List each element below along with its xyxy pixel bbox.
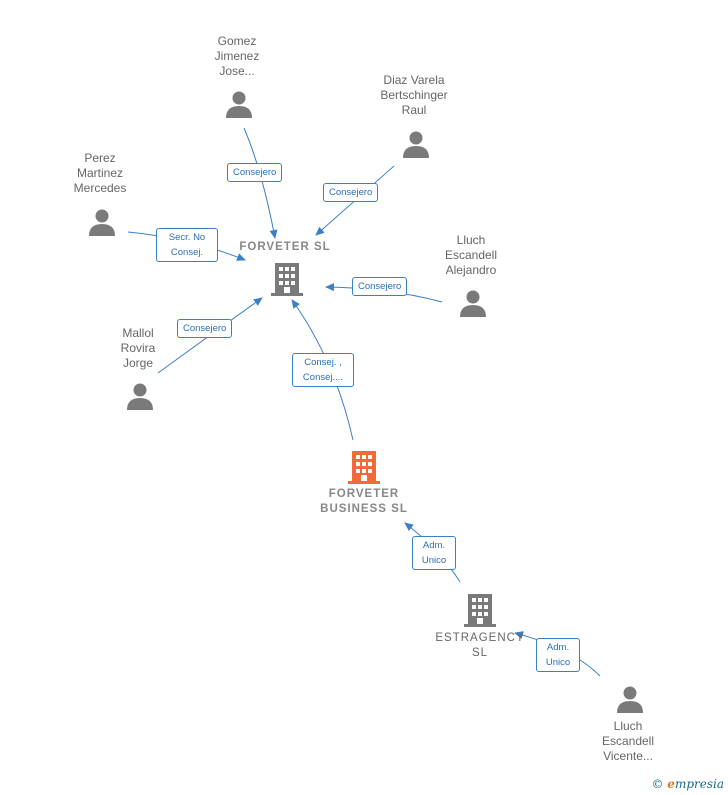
edge-label-line: Consejero — [233, 167, 277, 178]
node-label-line: Bertschinger — [380, 88, 448, 102]
edge-label-line: Consej. — [170, 247, 204, 258]
edge-label-gomez[interactable]: Consejero — [227, 163, 283, 182]
node-label-estragency[interactable]: ESTRAGENCY SL — [422, 631, 538, 661]
edge-gomez-forveter — [243, 127, 278, 239]
node-label-perez[interactable]: Perez Martinez Mercedes — [60, 151, 140, 196]
edge-label-line: Consej.... — [302, 372, 344, 383]
node-label-line: FORVETER — [328, 488, 400, 500]
edge-label-lluch-vicente[interactable]: Adm. Unico — [536, 638, 580, 672]
node-label-gomez[interactable]: Gomez Jimenez Jose... — [199, 34, 275, 79]
person-icon[interactable] — [401, 129, 431, 159]
brand-initial: e — [667, 777, 675, 791]
building-icon[interactable] — [348, 450, 380, 484]
edge-label-perez[interactable]: Secr. No Consej. — [156, 228, 218, 262]
person-icon[interactable] — [615, 684, 645, 714]
node-label-line: Lluch — [613, 719, 643, 733]
edge-label-line: Unico — [421, 555, 447, 566]
edge-label-estragency[interactable]: Adm. Unico — [412, 536, 456, 570]
node-label-lluch-vicente[interactable]: Lluch Escandell Vicente... — [588, 719, 668, 764]
node-label-line: Jimenez — [214, 49, 260, 63]
node-label-line: Jorge — [122, 356, 154, 370]
copyright-icon: © — [651, 777, 664, 791]
edge-label-lluch-alejandro[interactable]: Consejero — [352, 277, 408, 296]
building-icon[interactable] — [464, 593, 496, 627]
edge-label-line: Unico — [545, 657, 571, 668]
brand-name: mpresia — [674, 777, 724, 791]
person-icon[interactable] — [125, 381, 155, 411]
node-label-mallol[interactable]: Mallol Rovira Jorge — [103, 326, 173, 371]
edge-label-line: Adm. — [422, 540, 446, 551]
node-label-line: Jose... — [219, 64, 255, 78]
node-label-forveter[interactable]: FORVETER SL — [227, 240, 343, 255]
node-label-line: Raul — [401, 103, 427, 117]
edge-label-line: Consej. , — [304, 357, 342, 368]
edge-label-line: Consejero — [329, 187, 373, 198]
node-label-line: Vicente... — [603, 749, 653, 763]
node-label-line: Mercedes — [73, 181, 127, 195]
edge-label-line: Secr. No — [168, 232, 206, 243]
node-label-line: Gomez — [217, 34, 257, 48]
node-label-line: Lluch — [456, 233, 486, 247]
node-label-lluch-alejandro[interactable]: Lluch Escandell Alejandro — [431, 233, 511, 278]
person-icon[interactable] — [224, 89, 254, 119]
node-label-line: BUSINESS SL — [320, 503, 408, 515]
node-label-line: ESTRAGENCY — [435, 632, 525, 644]
edge-label-diaz[interactable]: Consejero — [323, 183, 379, 202]
node-label-line: Alejandro — [445, 263, 497, 277]
edge-label-line: Adm. — [546, 642, 570, 653]
node-label-line: Perez — [84, 151, 116, 165]
node-label-diaz[interactable]: Diaz Varela Bertschinger Raul — [364, 73, 464, 118]
node-label-line: FORVETER SL — [239, 241, 331, 253]
node-label-line: Rovira — [120, 341, 156, 355]
building-icon[interactable] — [271, 262, 303, 296]
node-label-forveter-business[interactable]: FORVETER BUSINESS SL — [299, 487, 429, 517]
node-label-line: Escandell — [444, 248, 498, 262]
edge-label-business[interactable]: Consej. , Consej.... — [292, 353, 354, 387]
person-icon[interactable] — [87, 207, 117, 237]
node-label-line: SL — [471, 647, 489, 659]
empresia-watermark: © empresia — [651, 777, 724, 791]
edge-label-line: Consejero — [183, 323, 227, 334]
person-icon[interactable] — [458, 288, 488, 318]
node-label-line: Martinez — [76, 166, 123, 180]
edge-label-mallol[interactable]: Consejero — [177, 319, 233, 338]
node-label-line: Escandell — [601, 734, 655, 748]
edge-label-line: Consejero — [358, 281, 402, 292]
node-label-line: Diaz Varela — [383, 73, 445, 87]
node-label-line: Mallol — [122, 326, 154, 340]
